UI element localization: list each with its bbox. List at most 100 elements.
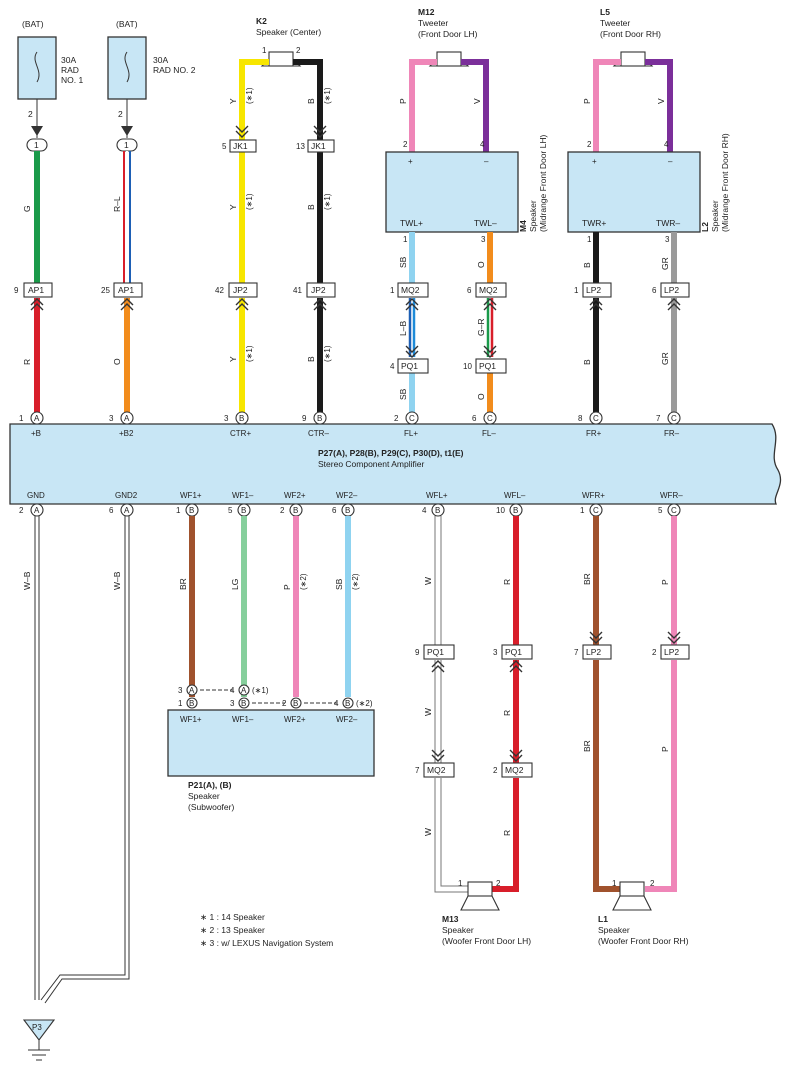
svg-text:TWL–: TWL– (474, 218, 497, 228)
svg-text:Tweeter: Tweeter (418, 18, 448, 28)
svg-text:BR: BR (582, 573, 592, 585)
svg-text:P: P (282, 584, 292, 590)
svg-text:TWL+: TWL+ (400, 218, 423, 228)
svg-text:FL–: FL– (482, 429, 496, 438)
svg-text:B: B (189, 699, 194, 708)
svg-text:10: 10 (496, 506, 505, 515)
svg-text:1: 1 (580, 506, 585, 515)
woofer-l1-icon (619, 881, 645, 897)
svg-text:+: + (592, 157, 597, 166)
ground-icon (22, 1019, 56, 1041)
svg-text:6: 6 (332, 506, 337, 515)
svg-text:WFR+: WFR+ (582, 491, 605, 500)
svg-text:BR: BR (178, 578, 188, 590)
svg-text:W–B: W–B (112, 571, 122, 590)
svg-text:(∗1): (∗1) (252, 686, 269, 695)
svg-text:Y: Y (228, 98, 238, 104)
fuse2-arrow-icon (121, 126, 133, 136)
svg-text:A: A (34, 506, 40, 515)
svg-text:L–B: L–B (398, 321, 408, 336)
svg-text:(∗1): (∗1) (323, 345, 332, 362)
fuse1-name2: NO. 1 (61, 75, 83, 85)
svg-text:1: 1 (403, 235, 408, 244)
fuse2-pin: 2 (118, 109, 123, 119)
svg-text:(∗2): (∗2) (356, 699, 373, 708)
svg-text:Y: Y (228, 204, 238, 210)
svg-text:(∗2): (∗2) (351, 573, 360, 590)
svg-text:O: O (476, 393, 486, 400)
svg-text:1: 1 (176, 506, 181, 515)
svg-text:B: B (241, 506, 246, 515)
svg-text:L5: L5 (600, 7, 610, 17)
svg-text:C: C (671, 414, 677, 423)
woofer-m13-icon (467, 881, 493, 897)
svg-text:B: B (582, 359, 592, 365)
subwoofer-pins: A3 A4(∗1) B1 B3 B2 B4(∗2) (178, 684, 373, 709)
svg-text:AP1: AP1 (118, 285, 134, 295)
svg-text:WF1+: WF1+ (180, 491, 202, 500)
svg-text:C: C (671, 506, 677, 515)
svg-text:(∗1): (∗1) (323, 87, 332, 104)
svg-text:B: B (239, 414, 244, 423)
svg-text:WF1–: WF1– (232, 491, 254, 500)
svg-text:2: 2 (394, 414, 399, 423)
svg-text:3: 3 (109, 414, 114, 423)
svg-text:WF1+: WF1+ (180, 715, 202, 724)
svg-text:(∗1): (∗1) (245, 87, 254, 104)
svg-text:2: 2 (652, 648, 657, 657)
svg-text:GR: GR (660, 257, 670, 270)
svg-text:3: 3 (178, 686, 183, 695)
svg-text:1: 1 (19, 414, 24, 423)
svg-text:8: 8 (578, 414, 583, 423)
svg-text:Tweeter: Tweeter (600, 18, 630, 28)
svg-text:P3: P3 (32, 1023, 42, 1032)
note-3: ∗ 3 : w/ LEXUS Navigation System (200, 938, 333, 948)
note-1: ∗ 1 : 14 Speaker (200, 912, 265, 922)
svg-text:O: O (476, 261, 486, 268)
svg-text:WFL+: WFL+ (426, 491, 448, 500)
svg-text:P: P (398, 98, 408, 104)
svg-text:B: B (293, 506, 298, 515)
svg-text:9: 9 (302, 414, 307, 423)
wire-label-g: G (22, 205, 32, 212)
svg-text:GND2: GND2 (115, 491, 138, 500)
subwoofer-box (167, 709, 375, 777)
svg-text:B: B (306, 98, 316, 104)
svg-text:B: B (293, 699, 298, 708)
svg-text:B: B (513, 506, 518, 515)
subwoofer-p21: WF1+ WF1– WF2+ WF2– P21(A), (B) Speaker … (167, 709, 375, 812)
svg-text:R: R (502, 710, 512, 716)
tweeter-m12-icon (436, 51, 462, 67)
amplifier-subtitle: Stereo Component Amplifier (318, 459, 424, 469)
midrange-l2-box (567, 151, 701, 233)
svg-text:LP2: LP2 (586, 285, 601, 295)
svg-text:FL+: FL+ (404, 429, 418, 438)
svg-text:TWR+: TWR+ (582, 218, 606, 228)
svg-text:CTR+: CTR+ (230, 429, 251, 438)
svg-text:(Woofer Front Door RH): (Woofer Front Door RH) (598, 936, 689, 946)
svg-text:GND: GND (27, 491, 45, 500)
svg-text:A: A (124, 506, 130, 515)
svg-text:3: 3 (230, 699, 235, 708)
fuse1-source: (BAT) (22, 19, 44, 29)
svg-text:O: O (112, 358, 122, 365)
svg-text:B: B (189, 506, 194, 515)
svg-text:(Midrange Front Door RH): (Midrange Front Door RH) (720, 133, 730, 232)
svg-text:4: 4 (664, 140, 669, 149)
fuse1-name1: RAD (61, 65, 79, 75)
svg-text:L2: L2 (700, 222, 710, 232)
svg-text:WF2+: WF2+ (284, 491, 306, 500)
svg-text:7: 7 (574, 648, 579, 657)
